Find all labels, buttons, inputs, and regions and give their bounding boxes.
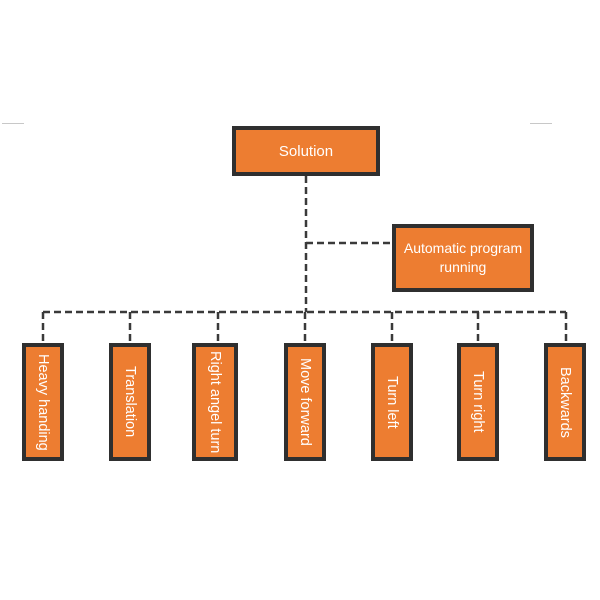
leaf-node-turn-left: Turn left <box>371 343 413 461</box>
leaf-node-label: Translation <box>122 366 138 438</box>
side-node-label: Automatic program running <box>403 240 523 275</box>
leaf-node-label: Heavy handing <box>35 353 51 451</box>
leaf-node-backwards: Backwards <box>544 343 586 461</box>
side-node: Automatic program running <box>392 224 534 292</box>
leaf-node-translation: Translation <box>109 343 151 461</box>
leaf-node-turn-right: Turn right <box>457 343 499 461</box>
leaf-node-label: Move forward <box>297 358 313 446</box>
crop-mark-right <box>530 123 552 124</box>
leaf-node-label: Turn right <box>470 371 486 433</box>
leaf-node-label: Turn left <box>384 375 400 429</box>
leaf-node-move-forward: Move forward <box>284 343 326 461</box>
leaf-node-heavy-handing: Heavy handing <box>22 343 64 461</box>
root-node-label: Solution <box>278 142 334 160</box>
leaf-node-label: Right angel turn <box>207 350 223 454</box>
leaf-node-right-angel-turn: Right angel turn <box>192 343 238 461</box>
crop-mark-left <box>2 123 24 124</box>
leaf-node-label: Backwards <box>557 366 573 438</box>
root-node: Solution <box>232 126 380 176</box>
